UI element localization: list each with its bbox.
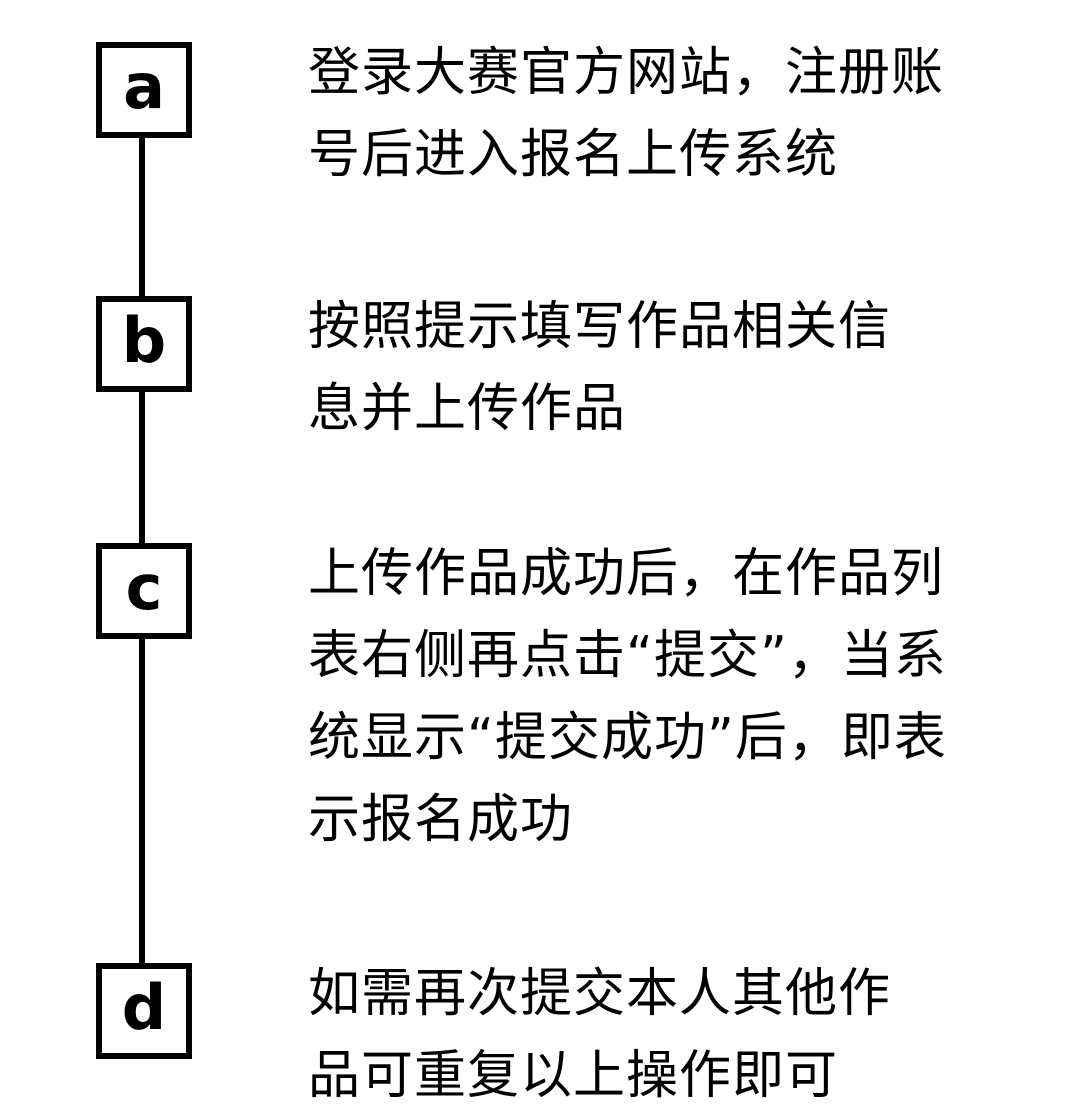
step-d-line-1: 如需再次提交本人其他作: [308, 964, 892, 1024]
step-a-marker: a: [96, 42, 192, 138]
step-d-line-2: 品可重复以上操作即可: [308, 1046, 839, 1106]
step-c-text: 上传作品成功后，在作品列 表右侧再点击“提交”，当系 统显示“提交成功”后，即表…: [308, 533, 968, 861]
step-a-text: 登录大赛官方网站，注册账 号后进入报名上传系统: [308, 32, 968, 196]
step-d-marker: d: [96, 963, 192, 1059]
step-b-marker: b: [96, 296, 192, 392]
step-b-text: 按照提示填写作品相关信 息并上传作品: [308, 286, 968, 450]
step-b-marker-letter: b: [121, 304, 167, 377]
step-b-line-2: 息并上传作品: [308, 379, 627, 439]
step-c-marker: c: [96, 543, 192, 639]
step-a-marker-letter: a: [123, 50, 165, 123]
step-a-line-1: 登录大赛官方网站，注册账: [308, 43, 945, 103]
step-b-line-1: 按照提示填写作品相关信: [308, 297, 892, 357]
step-d-text: 如需再次提交本人其他作 品可重复以上操作即可: [308, 953, 968, 1117]
step-c-line-2: 表右侧再点击“提交”，当系: [308, 626, 947, 686]
step-d-marker-letter: d: [121, 971, 167, 1044]
step-c-line-4: 示报名成功: [308, 790, 574, 850]
step-c-marker-letter: c: [125, 551, 163, 624]
step-c-line-1: 上传作品成功后，在作品列: [308, 544, 945, 604]
step-c-line-3: 统显示“提交成功”后，即表: [308, 708, 947, 768]
step-a-line-2: 号后进入报名上传系统: [308, 125, 839, 185]
